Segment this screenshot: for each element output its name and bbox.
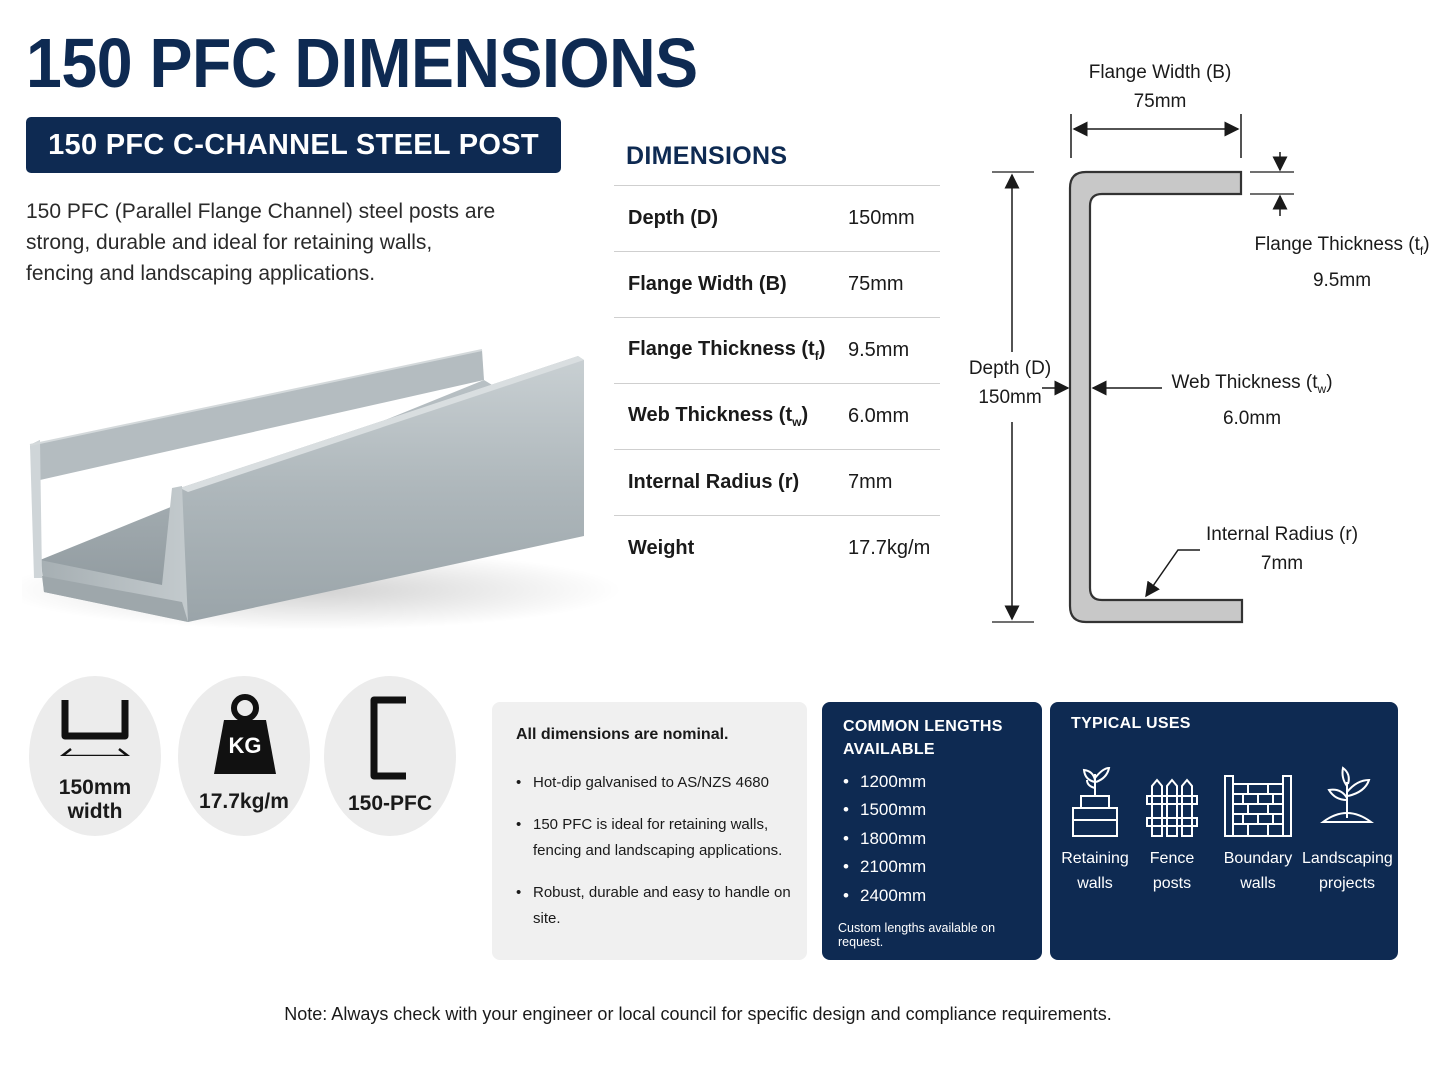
use-label: Retaining walls	[1061, 850, 1129, 892]
table-row: Internal Radius (r) 7mm	[614, 449, 940, 515]
table-row: Flange Width (B) 75mm	[614, 251, 940, 317]
kg-icon-text: KG	[228, 733, 262, 758]
footer-note: Note: Always check with your engineer or…	[284, 1004, 1112, 1024]
lengths-heading: COMMON LENGTHS AVAILABLE	[843, 718, 1003, 758]
notes-heading: All dimensions are nominal.	[516, 726, 729, 743]
use-item-landscaping-projects: Landscaping projects	[1302, 760, 1393, 896]
list-item: 2400mm	[843, 882, 926, 911]
dimension-label: Depth (D)	[628, 207, 718, 229]
profile-badge-value: 150-PFC	[347, 792, 433, 815]
depth-label: Depth (D) 150mm	[968, 358, 1052, 408]
flange-width-label: Flange Width (B) 75mm	[1088, 62, 1232, 112]
dimension-label: Weight	[628, 537, 695, 559]
dimension-value: 9.5mm	[848, 339, 910, 361]
notes-panel: All dimensions are nominal. Hot-dip galv…	[492, 702, 807, 960]
dimension-label: Web Thickness (tw)	[628, 404, 809, 429]
brick-wall-icon	[1224, 775, 1292, 837]
product-subtitle-banner: 150 PFC C-CHANNEL STEEL POST	[26, 117, 561, 173]
width-badge-unit: width	[67, 800, 123, 823]
weight-badge-value: 17.7kg/m	[199, 790, 289, 813]
list-item: Hot-dip galvanised to AS/NZS 4680	[516, 770, 801, 796]
list-item: 2100mm	[843, 853, 926, 882]
use-item-retaining-walls: Retaining walls	[1050, 760, 1140, 896]
lengths-footnote: Custom lengths available on request.	[838, 921, 996, 949]
table-row: Depth (D) 150mm	[614, 185, 940, 251]
weight-badge: KG 17.7kg/m	[178, 676, 310, 836]
page-title: 150 PFC DIMENSIONS	[26, 24, 698, 102]
c-channel-profile	[1068, 170, 1244, 624]
dimensions-table: Depth (D) 150mm Flange Width (B) 75mm Fl…	[614, 185, 940, 581]
use-item-fence-posts: Fence posts	[1127, 760, 1217, 896]
retaining-wall-icon	[1072, 766, 1118, 837]
list-item: 1200mm	[843, 768, 926, 797]
common-lengths-panel: COMMON LENGTHS AVAILABLE 1200mm 1500mm 1…	[822, 702, 1042, 960]
table-row: Web Thickness (tw) 6.0mm	[614, 383, 940, 449]
dimension-label: Internal Radius (r)	[628, 471, 800, 493]
dimension-label: Flange Thickness (tf)	[628, 338, 826, 363]
typical-uses-panel: TYPICAL USES Retaining walls Fence posts	[1050, 702, 1398, 960]
flange-thickness-label: Flange Thickness (tf) 9.5mm	[1254, 234, 1430, 291]
table-row: Weight 17.7kg/m	[614, 515, 940, 581]
use-label: Fence posts	[1149, 850, 1195, 892]
use-label: Boundary walls	[1223, 850, 1293, 892]
dimension-value: 150mm	[848, 207, 915, 229]
weight-kg-icon	[214, 694, 276, 774]
use-item-boundary-walls: Boundary walls	[1213, 760, 1303, 896]
dimension-value: 6.0mm	[848, 405, 910, 427]
steel-channel-illustration	[22, 349, 622, 630]
c-channel-icon	[370, 696, 406, 780]
lengths-list: 1200mm 1500mm 1800mm 2100mm 2400mm	[843, 768, 926, 910]
list-item: 1500mm	[843, 796, 926, 825]
dimension-value: 7mm	[848, 471, 893, 493]
list-item: 1800mm	[843, 825, 926, 854]
product-description: 150 PFC (Parallel Flange Channel) steel …	[26, 200, 496, 285]
cross-section-diagram	[992, 114, 1294, 624]
channel-width-icon	[59, 700, 131, 756]
uses-heading: TYPICAL USES	[1071, 715, 1191, 732]
notes-list: Hot-dip galvanised to AS/NZS 4680 150 PF…	[516, 770, 801, 948]
web-thickness-label: Web Thickness (tw) 6.0mm	[1171, 372, 1333, 429]
use-label: Landscaping projects	[1302, 850, 1393, 892]
fence-icon	[1146, 778, 1198, 837]
dimensions-heading: DIMENSIONS	[626, 142, 788, 170]
profile-badge: 150-PFC	[324, 676, 456, 836]
list-item: 150 PFC is ideal for retaining walls, fe…	[516, 812, 801, 864]
width-badge-value: 150mm	[58, 776, 132, 799]
table-row: Flange Thickness (tf) 9.5mm	[614, 317, 940, 383]
width-badge: 150mm width	[29, 676, 161, 836]
dimension-label: Flange Width (B)	[628, 273, 787, 295]
dimension-value: 17.7kg/m	[848, 537, 931, 559]
plant-icon	[1319, 766, 1375, 823]
internal-radius-label: Internal Radius (r) 7mm	[1205, 524, 1359, 574]
dimension-value: 75mm	[848, 273, 904, 295]
internal-radius-leader	[1145, 549, 1200, 598]
list-item: Robust, durable and easy to handle on si…	[516, 880, 801, 932]
